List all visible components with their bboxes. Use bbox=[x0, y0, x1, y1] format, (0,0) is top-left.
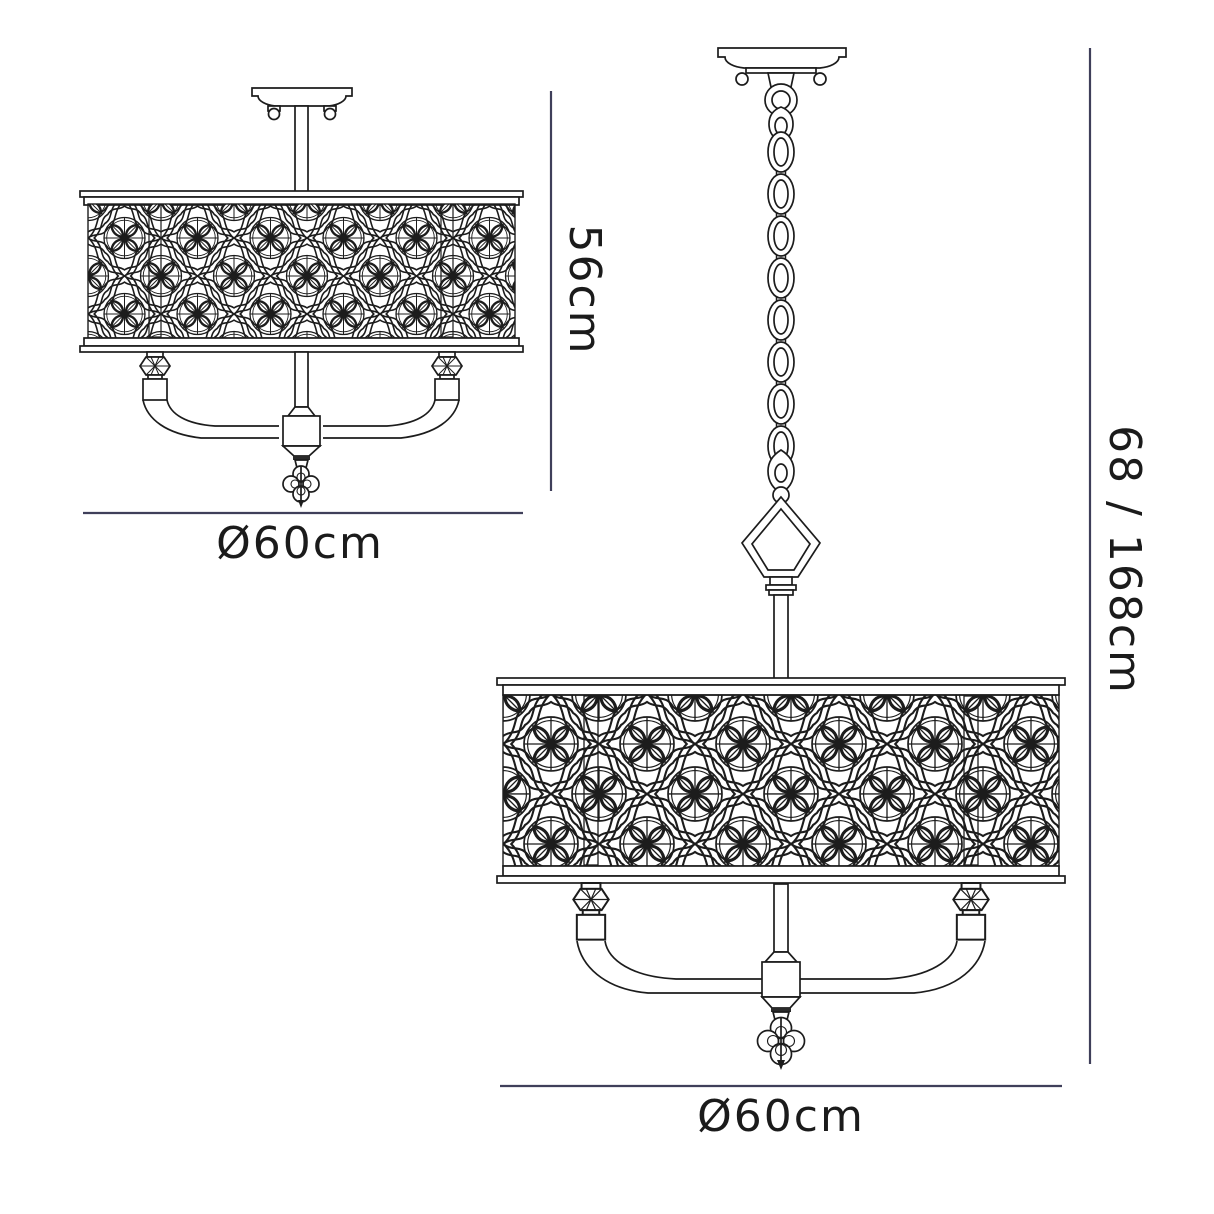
left-fixture-height-label: 56cm bbox=[559, 224, 610, 356]
right-finial bbox=[756, 1016, 806, 1070]
right-shade-pattern bbox=[502, 694, 1060, 867]
right-canopy bbox=[717, 47, 847, 69]
left-finial bbox=[282, 465, 320, 508]
left-arms bbox=[142, 399, 460, 439]
left-fixture-width-label: Ø60cm bbox=[216, 518, 384, 569]
right-chain bbox=[767, 131, 795, 467]
left-stem-rod bbox=[294, 105, 309, 193]
left-fixture-drawing bbox=[79, 87, 524, 508]
right-fixture-drawing bbox=[496, 47, 1066, 1070]
right-canopy-screws bbox=[735, 72, 827, 86]
right-arms bbox=[576, 940, 986, 994]
left-shade-pattern bbox=[87, 203, 516, 339]
right-fixture-height-label: 68 / 168cm bbox=[1099, 425, 1150, 695]
right-fixture-width-label: Ø60cm bbox=[697, 1091, 865, 1142]
left-canopy-screws bbox=[267, 105, 337, 121]
left-canopy bbox=[251, 87, 353, 107]
